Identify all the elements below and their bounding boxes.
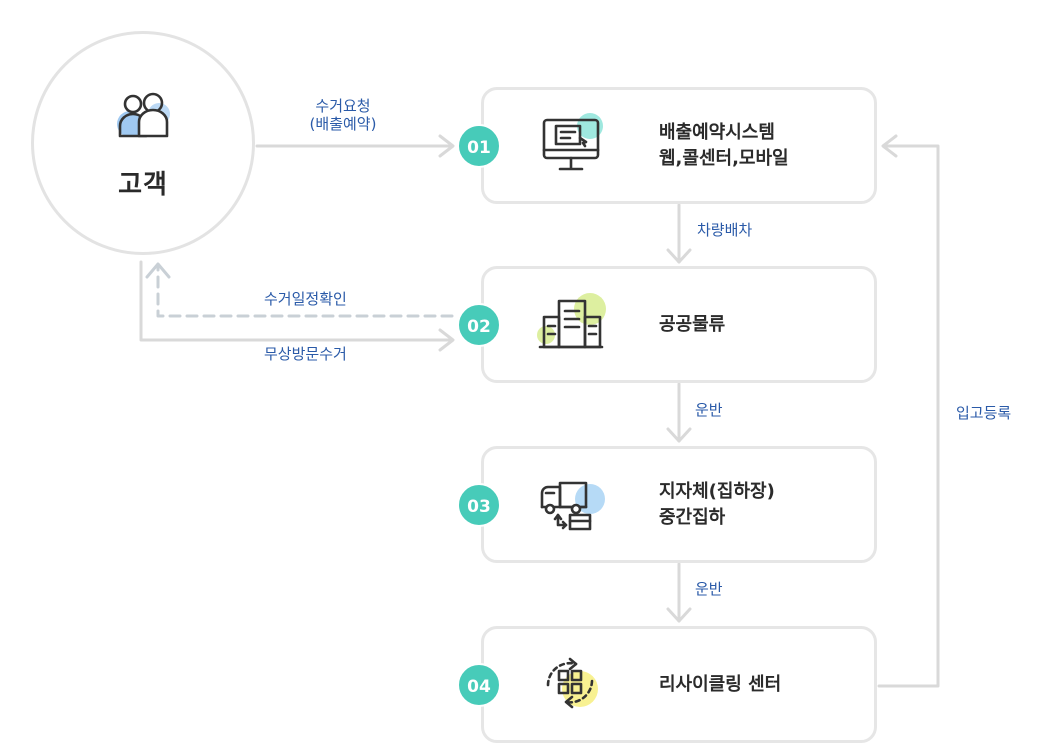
building-icon: [537, 293, 606, 349]
dispatch-label: 차량배차: [697, 221, 753, 239]
step-label-02: 공공물류: [659, 269, 725, 380]
step-label-01: 배출예약시스템 웹,콜센터,모바일: [659, 90, 789, 201]
free-pickup-arrow-head: [438, 328, 455, 352]
step-label-03-line2: 중간집하: [659, 506, 726, 528]
customer-node: 고객: [31, 31, 255, 255]
step-label-03: 지자체(집하장) 중간집하: [659, 449, 775, 560]
step-badge-01: 01: [457, 124, 501, 168]
monitor-icon: [542, 113, 603, 171]
request-label-line1: 수거요청: [315, 97, 371, 115]
confirm-date-dashed-line: [156, 264, 454, 318]
truck-box-icon: [540, 481, 605, 531]
transport-label-2: 운반: [695, 580, 723, 598]
request-arrow-head: [438, 134, 455, 158]
customer-label: 고객: [118, 170, 168, 200]
step-badge-02: 02: [457, 303, 501, 347]
step-label-01-line1: 배출예약시스템: [659, 121, 775, 143]
free-pickup-line: [139, 260, 454, 342]
step-box-02: 공공물류: [481, 266, 877, 383]
confirm-date-arrow-head: [145, 262, 171, 279]
recycle-grid-icon: [546, 657, 598, 709]
transport-label-1: 운반: [695, 401, 723, 419]
register-arrow-head: [881, 134, 898, 158]
transport-arrow-head-1: [666, 427, 692, 443]
step-badge-04: 04: [457, 663, 501, 707]
register-label: 입고등록: [956, 404, 1012, 422]
step-label-03-line1: 지자체(집하장): [659, 480, 775, 502]
step-box-01: 배출예약시스템 웹,콜센터,모바일: [481, 87, 877, 204]
request-label: 수거요청 (배출예약): [293, 97, 393, 133]
step-box-04: 리사이클링 센터: [481, 626, 877, 743]
step-label-04: 리사이클링 센터: [659, 629, 781, 740]
register-loop-line: [877, 144, 940, 688]
step-box-03: 지자체(집하장) 중간집하: [481, 446, 877, 563]
step-label-04-line1: 리사이클링 센터: [659, 673, 782, 695]
step-badge-03: 03: [457, 483, 501, 527]
dispatch-arrow-head: [666, 248, 692, 264]
people-icon: [117, 92, 170, 138]
free-pickup-label: 무상방문수거: [264, 345, 347, 363]
transport-arrow-head-2: [666, 607, 692, 623]
confirm-date-label: 수거일정확인: [264, 290, 347, 308]
step-label-01-line2: 웹,콜센터,모바일: [659, 147, 789, 169]
request-label-line2: (배출예약): [309, 115, 377, 133]
step-label-02-line1: 공공물류: [659, 313, 726, 335]
